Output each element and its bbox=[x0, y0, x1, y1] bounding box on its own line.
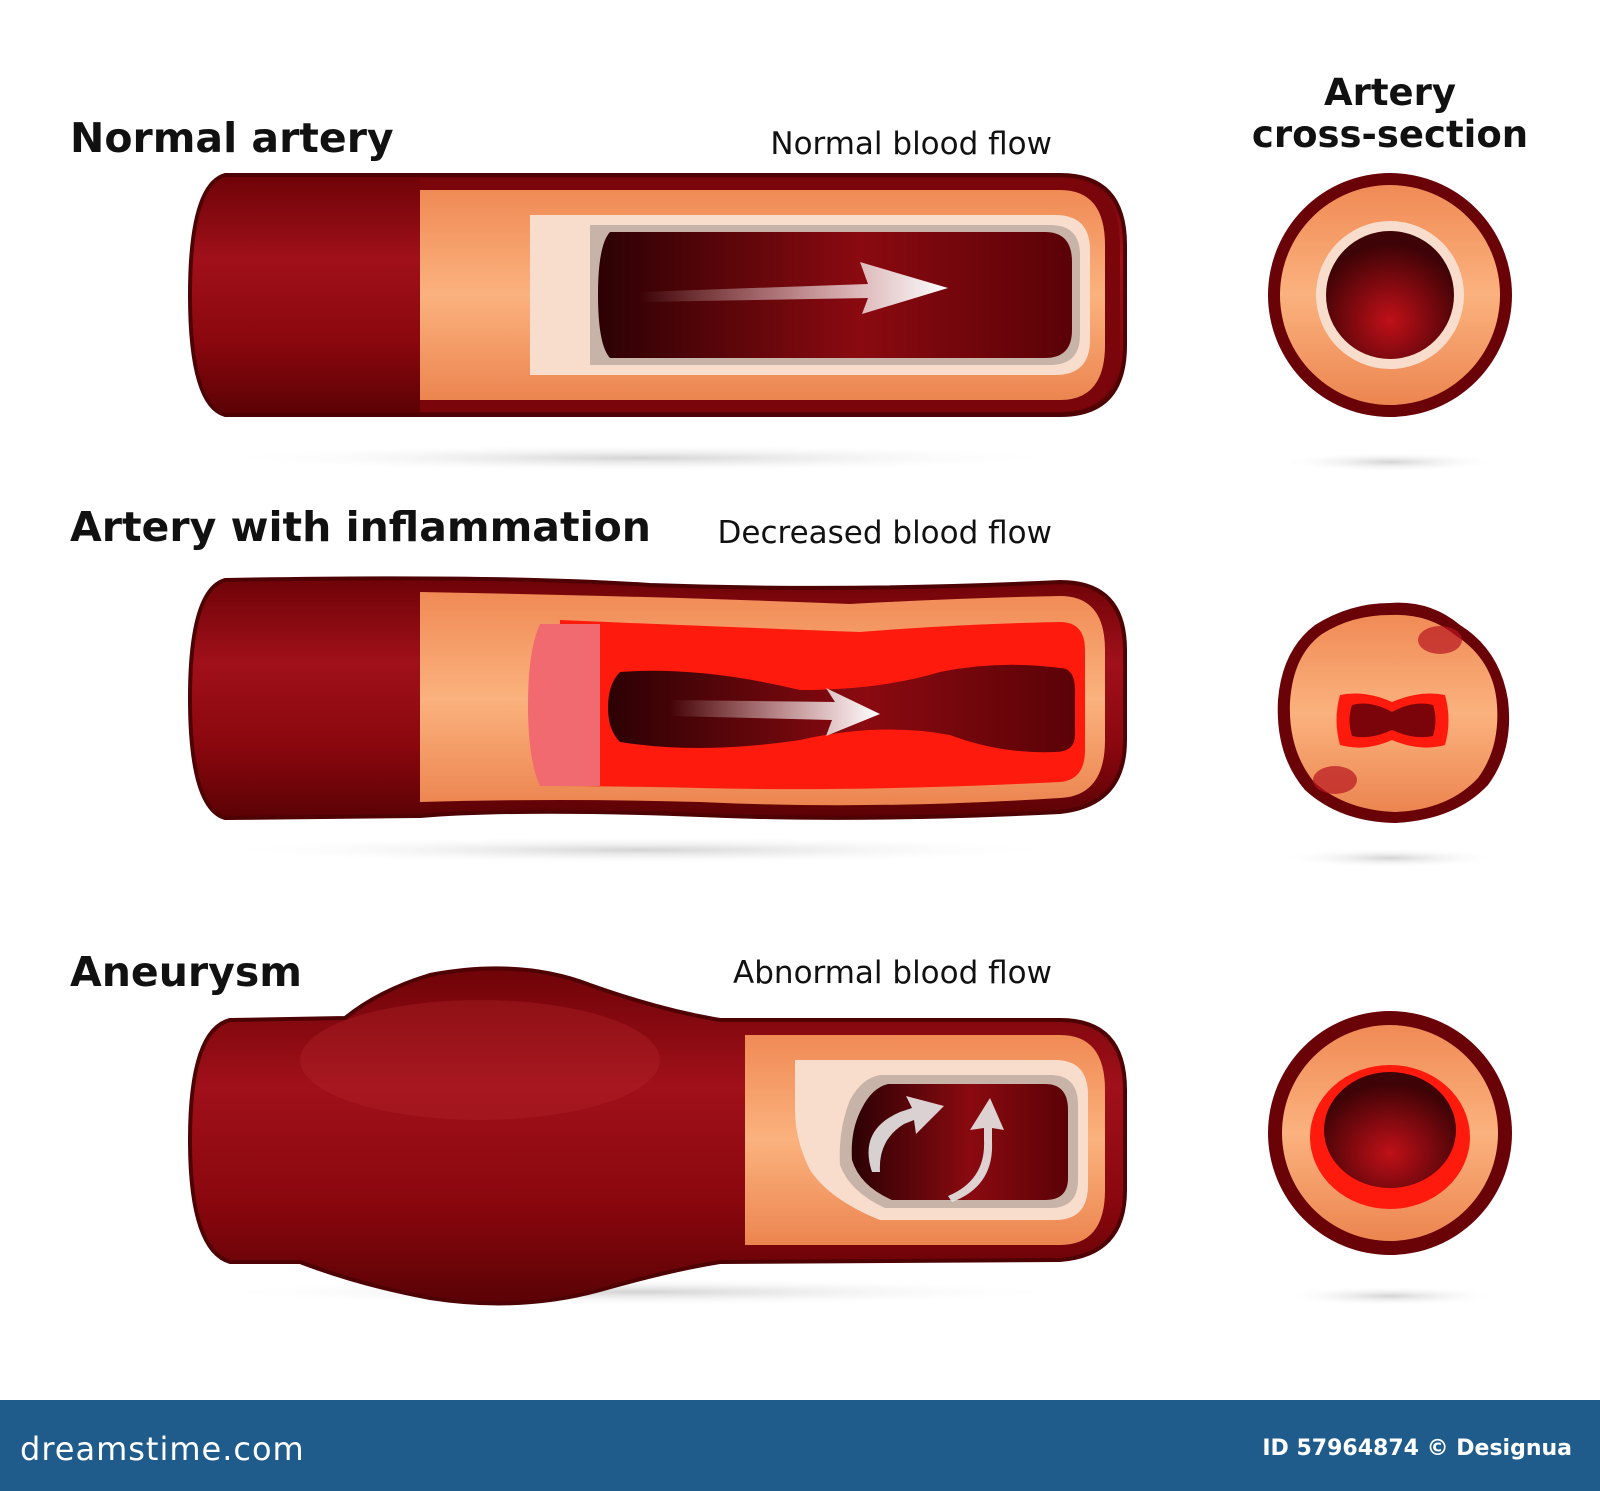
footer-brand[interactable]: dreamstime.com bbox=[20, 1430, 305, 1468]
footer-image-id: ID 57964874 © Designua bbox=[1262, 1436, 1572, 1461]
label-normal-flow: Normal blood flow bbox=[770, 126, 1052, 162]
inflamed-cross-shadow bbox=[1280, 848, 1500, 868]
title-aneurysm: Aneurysm bbox=[70, 948, 302, 996]
artery-illustration bbox=[187, 173, 1512, 1306]
inflamed-artery-vessel bbox=[187, 576, 1127, 864]
footer-bar: dreamstime.com ID 57964874 © Designua bbox=[0, 1400, 1600, 1491]
inflamed-cross-lumen bbox=[1349, 703, 1436, 738]
aneurysm-vessel bbox=[187, 966, 1127, 1306]
aneurysm-shadow bbox=[210, 1278, 1070, 1306]
aneurysm-cross-lumen bbox=[1324, 1072, 1456, 1188]
abnormal-flow-arrow-2 bbox=[948, 1098, 1004, 1202]
title-inflammation: Artery with inflammation bbox=[70, 503, 651, 551]
aneurysm-bulge-highlight bbox=[300, 1000, 660, 1120]
normal-flow-arrow bbox=[640, 262, 948, 314]
normal-cross-lumen bbox=[1326, 231, 1454, 359]
normal-cross-section bbox=[1268, 173, 1512, 472]
cross-section-title-text: Artery cross-section bbox=[1251, 71, 1529, 156]
inflamed-cross-section bbox=[1277, 602, 1510, 868]
cross-section-title: Artery cross-section bbox=[1230, 72, 1550, 156]
abnormal-flow-arrow-1 bbox=[868, 1096, 944, 1172]
inflamed-spot-1 bbox=[1418, 626, 1462, 654]
label-abnormal-flow: Abnormal blood flow bbox=[733, 955, 1052, 991]
inflamed-spot-2 bbox=[1313, 766, 1357, 794]
normal-artery-vessel bbox=[187, 173, 1127, 472]
aneurysm-cross-section bbox=[1268, 1011, 1512, 1306]
label-decreased-flow: Decreased blood flow bbox=[717, 515, 1052, 551]
inflamed-cut-face bbox=[528, 624, 600, 786]
aneurysm-cross-shadow bbox=[1280, 1286, 1500, 1306]
decreased-flow-arrow bbox=[670, 688, 880, 736]
normal-cross-shadow bbox=[1280, 452, 1500, 472]
title-normal-artery: Normal artery bbox=[70, 114, 394, 162]
normal-artery-shadow bbox=[210, 444, 1070, 472]
inflamed-artery-shadow bbox=[210, 836, 1070, 864]
